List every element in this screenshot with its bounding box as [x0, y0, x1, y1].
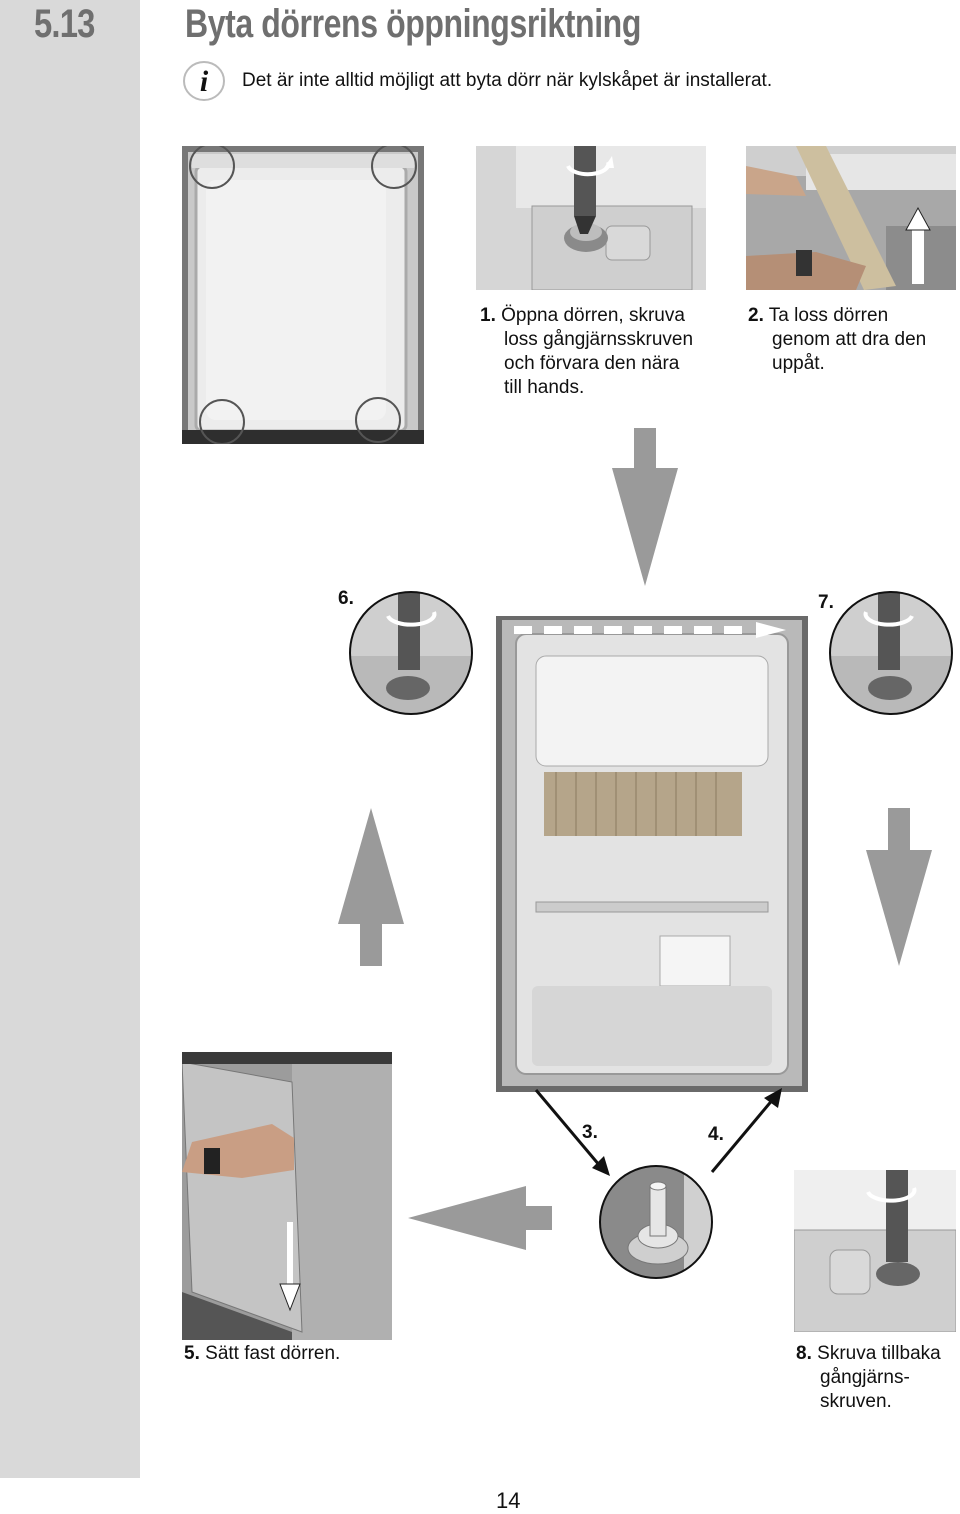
photo-unscrew-hinge — [476, 146, 706, 290]
photo-attach-door — [182, 1052, 392, 1340]
step-1-line-3: och förvara den nära — [504, 353, 680, 374]
step-8-number: 8. — [796, 1343, 812, 1364]
step-8-line-1: Skruva tillbaka — [817, 1343, 941, 1364]
page-number: 14 — [496, 1488, 521, 1513]
arrow-left-icon — [408, 1186, 552, 1250]
photo-door-front — [182, 146, 424, 444]
step-2-line-1: Ta loss dörren — [768, 305, 889, 326]
page-title: Byta dörrens öppningsriktning — [185, 2, 641, 46]
photo-open-fridge — [496, 616, 808, 1092]
step-8-line-2: gångjärns- — [820, 1367, 910, 1388]
step-1-line-2: loss gångjärnsskruven — [504, 329, 694, 350]
photo-lift-door — [746, 146, 956, 290]
svg-text:i: i — [200, 65, 209, 98]
info-icon: i — [182, 59, 226, 103]
step-5-line-1: Sätt fast dörren. — [205, 1343, 341, 1364]
connector-arrows — [526, 1084, 796, 1176]
step-3-label: 3. — [582, 1122, 598, 1143]
photo-screw-back — [794, 1170, 956, 1332]
step-8-caption: 8. Skruva tillbaka gångjärns- skruven. — [796, 1342, 941, 1414]
arrow-down-right-icon — [866, 808, 932, 966]
arrow-down-icon — [612, 428, 678, 586]
step-2-line-2: genom att dra den — [772, 329, 927, 350]
step-7-label: 7. — [818, 592, 834, 613]
sidebar-band — [0, 0, 140, 1478]
photo-detail-hinge-pin — [598, 1164, 714, 1280]
arrow-up-icon — [338, 808, 404, 966]
photo-detail-step-7 — [828, 590, 954, 716]
step-2-line-3: uppåt. — [772, 353, 825, 374]
step-1-caption: 1. Öppna dörren, skruva loss gångjärnssk… — [480, 304, 693, 400]
step-1-line-1: Öppna dörren, skruva — [501, 305, 685, 326]
step-5-caption: 5. Sätt fast dörren. — [184, 1342, 340, 1366]
section-number: 5.13 — [34, 2, 95, 46]
step-2-caption: 2. Ta loss dörren genom att dra den uppå… — [748, 304, 926, 376]
step-6-label: 6. — [338, 588, 354, 609]
step-8-line-3: skruven. — [820, 1391, 892, 1412]
info-note: Det är inte alltid möjligt att byta dörr… — [242, 70, 773, 91]
step-1-number: 1. — [480, 305, 496, 326]
step-5-number: 5. — [184, 1343, 200, 1364]
step-2-number: 2. — [748, 305, 764, 326]
step-1-line-4: till hands. — [504, 377, 585, 398]
photo-detail-step-6 — [348, 590, 474, 716]
step-4-label: 4. — [708, 1124, 724, 1145]
